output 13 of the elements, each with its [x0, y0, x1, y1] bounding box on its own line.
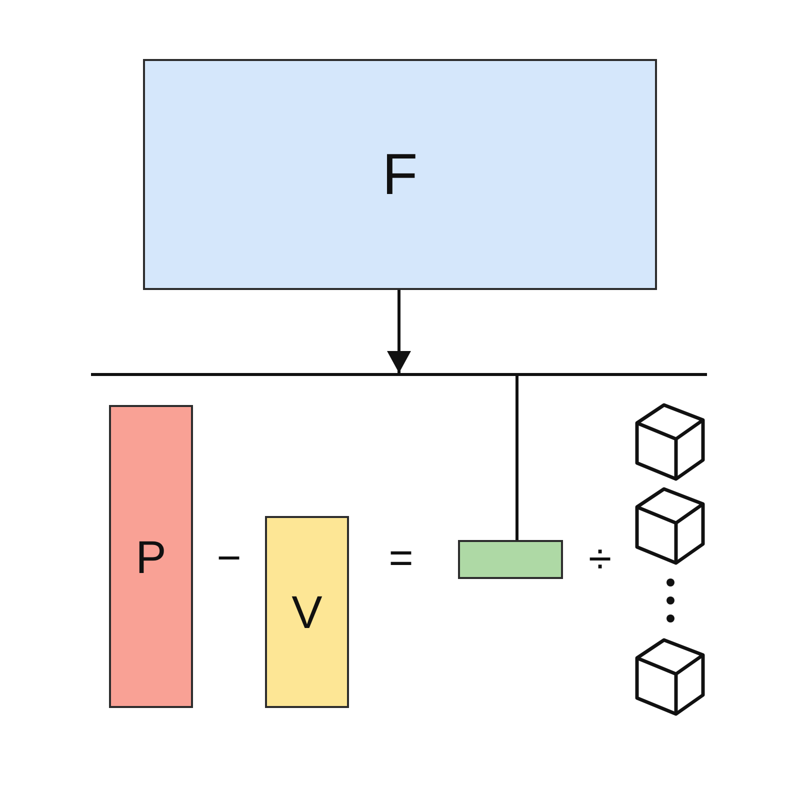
total-box	[143, 59, 657, 290]
box-label: P	[136, 534, 166, 580]
result-block	[458, 540, 563, 579]
division-sign: ÷	[588, 538, 612, 580]
box-label: F	[382, 146, 418, 204]
equals-sign: =	[388, 537, 414, 579]
box-label: V	[292, 589, 322, 635]
short-block	[265, 516, 349, 708]
arrow	[387, 290, 411, 373]
minus-sign: −	[216, 537, 242, 579]
tall-block	[109, 405, 193, 708]
connector-line	[516, 376, 518, 540]
horizontal-line	[91, 373, 707, 376]
